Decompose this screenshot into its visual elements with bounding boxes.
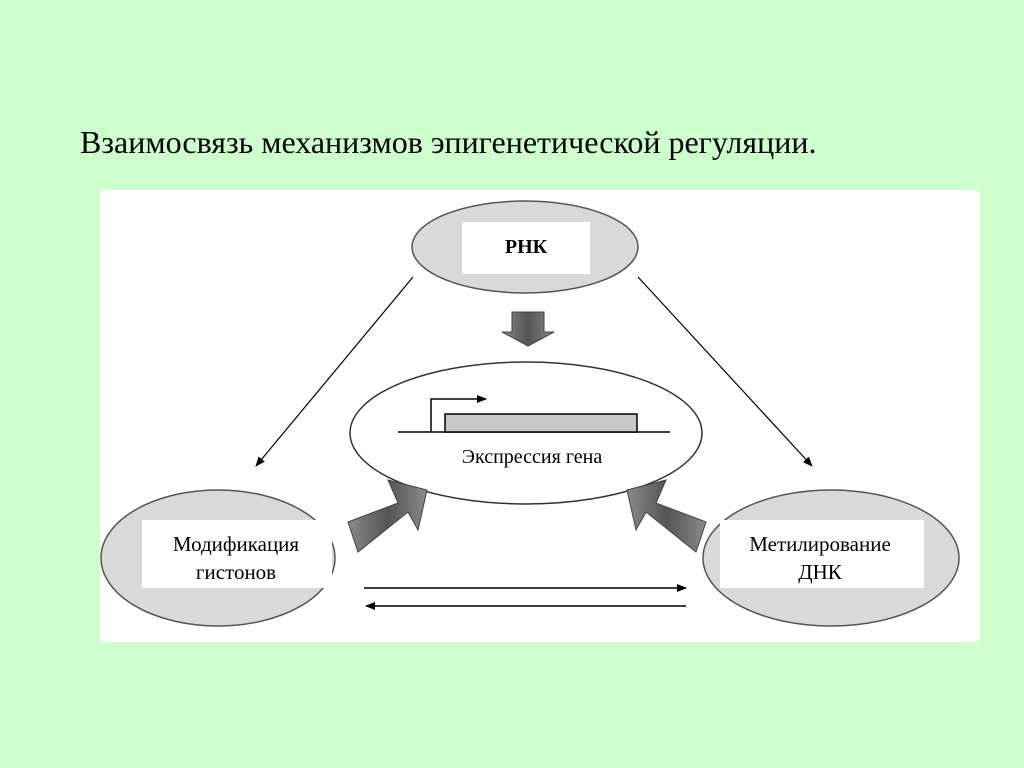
gene-expression-node: Экспрессия гена [349, 361, 703, 505]
histone-to-expression-block-arrow [347, 479, 428, 553]
rna-to-expression-block-arrow [501, 311, 555, 347]
rna-node: РНК [411, 200, 639, 294]
dna-methylation-node: Метилирование ДНК [702, 489, 960, 627]
gene-body-box [444, 413, 638, 433]
rna-to-histone-arrow [255, 276, 414, 467]
histone-modification-node: Модификация гистонов [100, 489, 336, 627]
rna-label: РНК [505, 236, 548, 258]
dna-methylation-label-box [720, 520, 924, 588]
slide-title: Взаимосвязь механизмов эпигенетической р… [80, 124, 817, 160]
epigenetic-regulation-diagram: РНК Экспрессия гена Модификация гистонов [100, 200, 960, 627]
methylation-to-expression-block-arrow [626, 479, 707, 553]
dna-methylation-label-line1: Метилирование [749, 532, 891, 556]
diagram-panel: РНК Экспрессия гена Модификация гистонов [100, 190, 980, 642]
rna-to-methylation-arrow [637, 276, 813, 467]
transcription-start-arrow [430, 395, 487, 432]
dna-methylation-label-line2: ДНК [798, 560, 842, 584]
histone-modification-label-line1: Модификация [173, 532, 299, 556]
histone-modification-label-box [142, 520, 332, 588]
rna-label-box [462, 222, 590, 274]
histone-modification-label-line2: гистонов [196, 560, 276, 584]
gene-expression-ellipse [349, 361, 703, 505]
gene-expression-label: Экспрессия гена [462, 446, 603, 468]
